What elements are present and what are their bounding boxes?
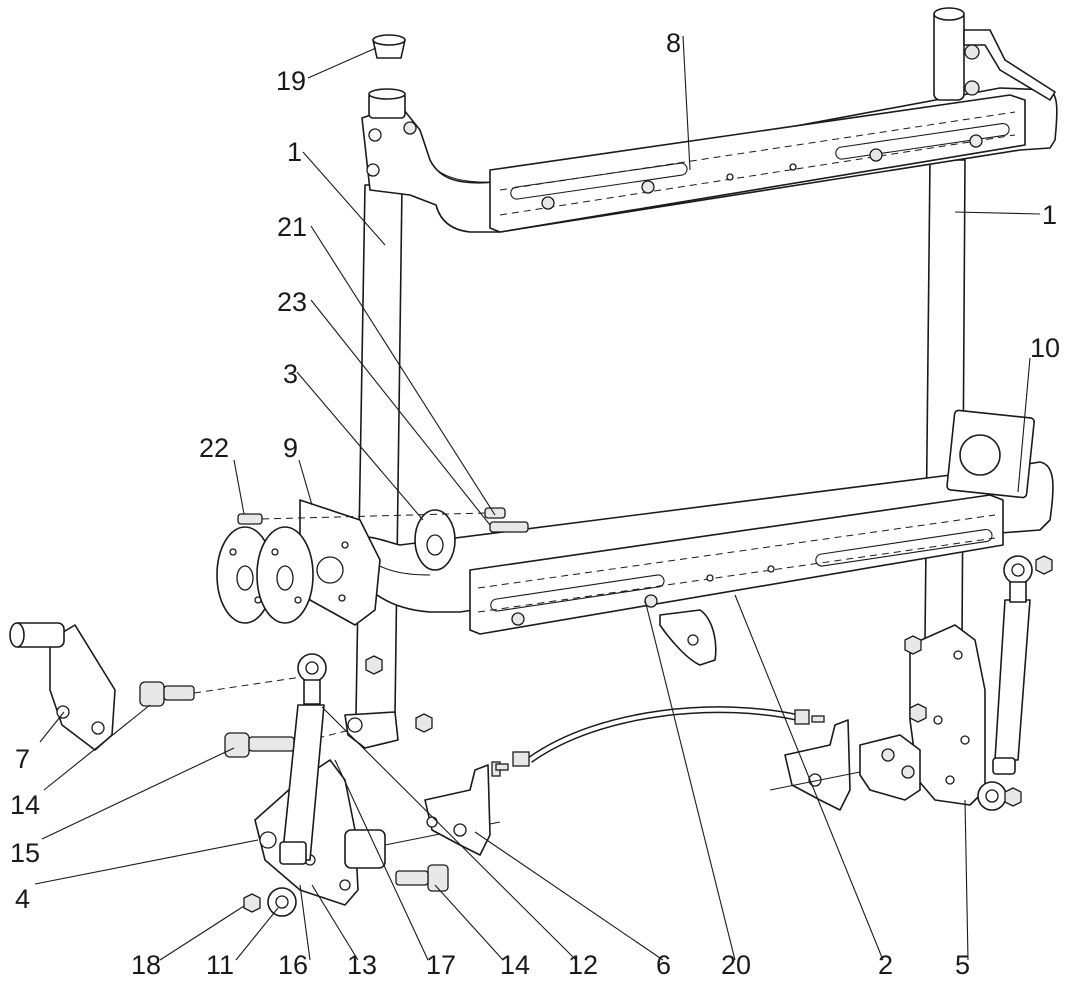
right-upright-post xyxy=(924,159,966,641)
callout-16: 16 xyxy=(278,950,308,980)
left-nut xyxy=(243,893,261,913)
callout-1-right: 1 xyxy=(1042,200,1057,230)
callout-19: 19 xyxy=(276,66,306,96)
callout-9: 9 xyxy=(283,433,298,463)
right-disc xyxy=(256,526,314,624)
callout-3: 3 xyxy=(283,359,298,389)
callout-17: 17 xyxy=(426,950,456,980)
left-disc xyxy=(216,526,274,624)
callout-15: 15 xyxy=(10,838,40,868)
callout-20: 20 xyxy=(721,950,751,980)
leader-lines xyxy=(34,35,1041,961)
callout-8: 8 xyxy=(666,28,681,58)
left-mounting-plate xyxy=(299,499,381,626)
right-post-top-clamp xyxy=(933,7,1056,101)
callout-7: 7 xyxy=(15,744,30,774)
callout-11: 11 xyxy=(206,950,234,980)
top-rod-end xyxy=(297,653,327,705)
callout-12: 12 xyxy=(568,950,598,980)
callout-10: 10 xyxy=(1030,333,1060,363)
hub-screws xyxy=(237,507,529,533)
callout-13: 13 xyxy=(347,950,377,980)
right-gas-strut xyxy=(992,599,1031,775)
right-top-rod-end xyxy=(1003,555,1053,603)
callout-2: 2 xyxy=(878,950,893,980)
callout-14-left: 14 xyxy=(10,790,40,820)
hub-bushing xyxy=(414,509,456,571)
callout-21: 21 xyxy=(277,212,307,242)
crank-arm xyxy=(9,622,116,751)
bottom-rod-end xyxy=(267,887,297,917)
callout-22: 22 xyxy=(199,433,229,463)
top-cap xyxy=(372,34,406,59)
connecting-tube xyxy=(495,706,825,771)
upper-adjustable-channel xyxy=(489,94,1026,233)
long-bolt xyxy=(224,729,351,758)
right-pivot-block xyxy=(769,734,921,801)
callout-6: 6 xyxy=(656,950,671,980)
lower-adjustable-channel xyxy=(469,494,1004,666)
callout-labels: 19 8 1 1 21 23 10 3 22 9 7 14 15 4 18 11… xyxy=(10,28,1060,980)
callout-1-left: 1 xyxy=(287,137,302,167)
right-nut-stack xyxy=(904,635,927,723)
left-gas-strut xyxy=(279,704,325,865)
callout-23: 23 xyxy=(277,287,307,317)
callout-14-bottom: 14 xyxy=(500,950,530,980)
pivot-bolt xyxy=(395,864,449,892)
callout-18: 18 xyxy=(131,950,161,980)
post-foot-bracket xyxy=(344,711,399,749)
shoulder-bolt-upper xyxy=(139,674,316,707)
callout-5: 5 xyxy=(955,950,970,980)
left-post-top-collar xyxy=(368,88,417,135)
upper-nut-pair xyxy=(365,655,433,733)
callout-4: 4 xyxy=(15,884,30,914)
right-angle-bracket xyxy=(784,719,851,811)
right-bottom-rod-end xyxy=(977,781,1022,811)
